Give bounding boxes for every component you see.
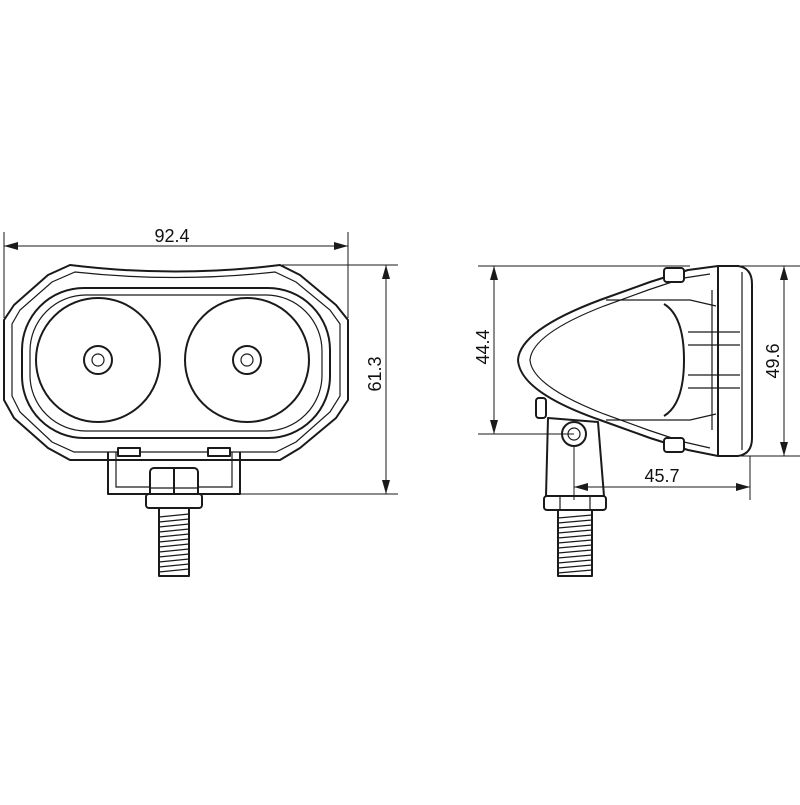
side-channel — [663, 303, 685, 417]
side-pivot-bracket — [545, 417, 605, 497]
side-thread-line — [557, 539, 593, 544]
front-thread-line — [158, 523, 190, 528]
front-threads — [158, 513, 190, 573]
side-thread-line — [557, 529, 593, 534]
front-bracket-tab-right — [207, 447, 231, 457]
front-thread-line — [158, 533, 190, 538]
front-thread-line — [158, 558, 190, 563]
side-thread-line — [557, 564, 593, 569]
side-tab-top — [663, 267, 685, 283]
side-small-tab — [535, 397, 547, 419]
front-washer — [145, 493, 203, 509]
side-hex-nut — [543, 495, 607, 511]
side-outer-arrow-top — [780, 266, 788, 280]
front-left-led-core — [91, 353, 105, 367]
side-threads — [557, 514, 593, 574]
side-bottom-rail — [606, 413, 717, 421]
front-thread-line — [158, 563, 190, 568]
front-left-reflector — [35, 297, 161, 423]
side-thread-line — [557, 524, 593, 529]
front-right-led-core — [240, 353, 254, 367]
front-width-arrow-right — [334, 242, 348, 250]
front-right-led — [232, 345, 262, 375]
side-thread-line — [557, 559, 593, 564]
front-height-arrow-top — [382, 265, 390, 279]
front-view — [3, 264, 349, 577]
side-shell-inner — [529, 273, 711, 449]
side-tab-bottom — [663, 437, 685, 453]
side-top-rail — [606, 299, 717, 307]
front-height-label: 61.3 — [365, 356, 385, 391]
front-thread-line — [158, 513, 190, 518]
side-inner-height-label: 44.4 — [473, 329, 493, 364]
front-width-arrow-left — [4, 242, 18, 250]
side-inner-arrow-bottom — [490, 420, 498, 434]
front-housing-inner-line — [11, 271, 341, 453]
side-dimensions: 44.4 49.6 45.7 — [473, 265, 800, 500]
front-thread-line — [158, 568, 190, 573]
side-shell — [517, 265, 719, 457]
side-thread-line — [557, 544, 593, 549]
front-thread-line — [158, 518, 190, 523]
front-thread-line — [158, 543, 190, 548]
side-outer-arrow-bottom — [780, 442, 788, 456]
side-thread-line — [557, 519, 593, 524]
side-thread-line — [557, 549, 593, 554]
front-left-led — [83, 345, 113, 375]
side-depth-label: 45.7 — [644, 466, 679, 486]
front-thread-line — [158, 553, 190, 558]
front-lens-bezel — [21, 287, 331, 439]
side-inner-arrow-top — [490, 266, 498, 280]
side-depth-arrow-right — [736, 483, 750, 491]
front-lens-bezel-inner — [29, 294, 323, 432]
front-thread-line — [158, 538, 190, 543]
side-depth-arrow-left — [574, 483, 588, 491]
front-thread-line — [158, 528, 190, 533]
side-thread-line — [557, 569, 593, 574]
side-outer-height-label: 49.6 — [763, 343, 783, 378]
side-thread-line — [557, 534, 593, 539]
front-right-reflector — [184, 297, 310, 423]
front-bracket-tab-left — [117, 447, 141, 457]
side-thread-line — [557, 554, 593, 559]
side-thread-line — [557, 514, 593, 519]
front-housing-outer — [3, 264, 349, 461]
side-rear-plate — [717, 265, 753, 457]
front-height-arrow-bottom — [382, 480, 390, 494]
side-view — [517, 265, 753, 577]
front-thread-line — [158, 548, 190, 553]
front-dimensions: 92.4 61.3 — [3, 226, 398, 495]
front-width-label: 92.4 — [154, 226, 189, 246]
